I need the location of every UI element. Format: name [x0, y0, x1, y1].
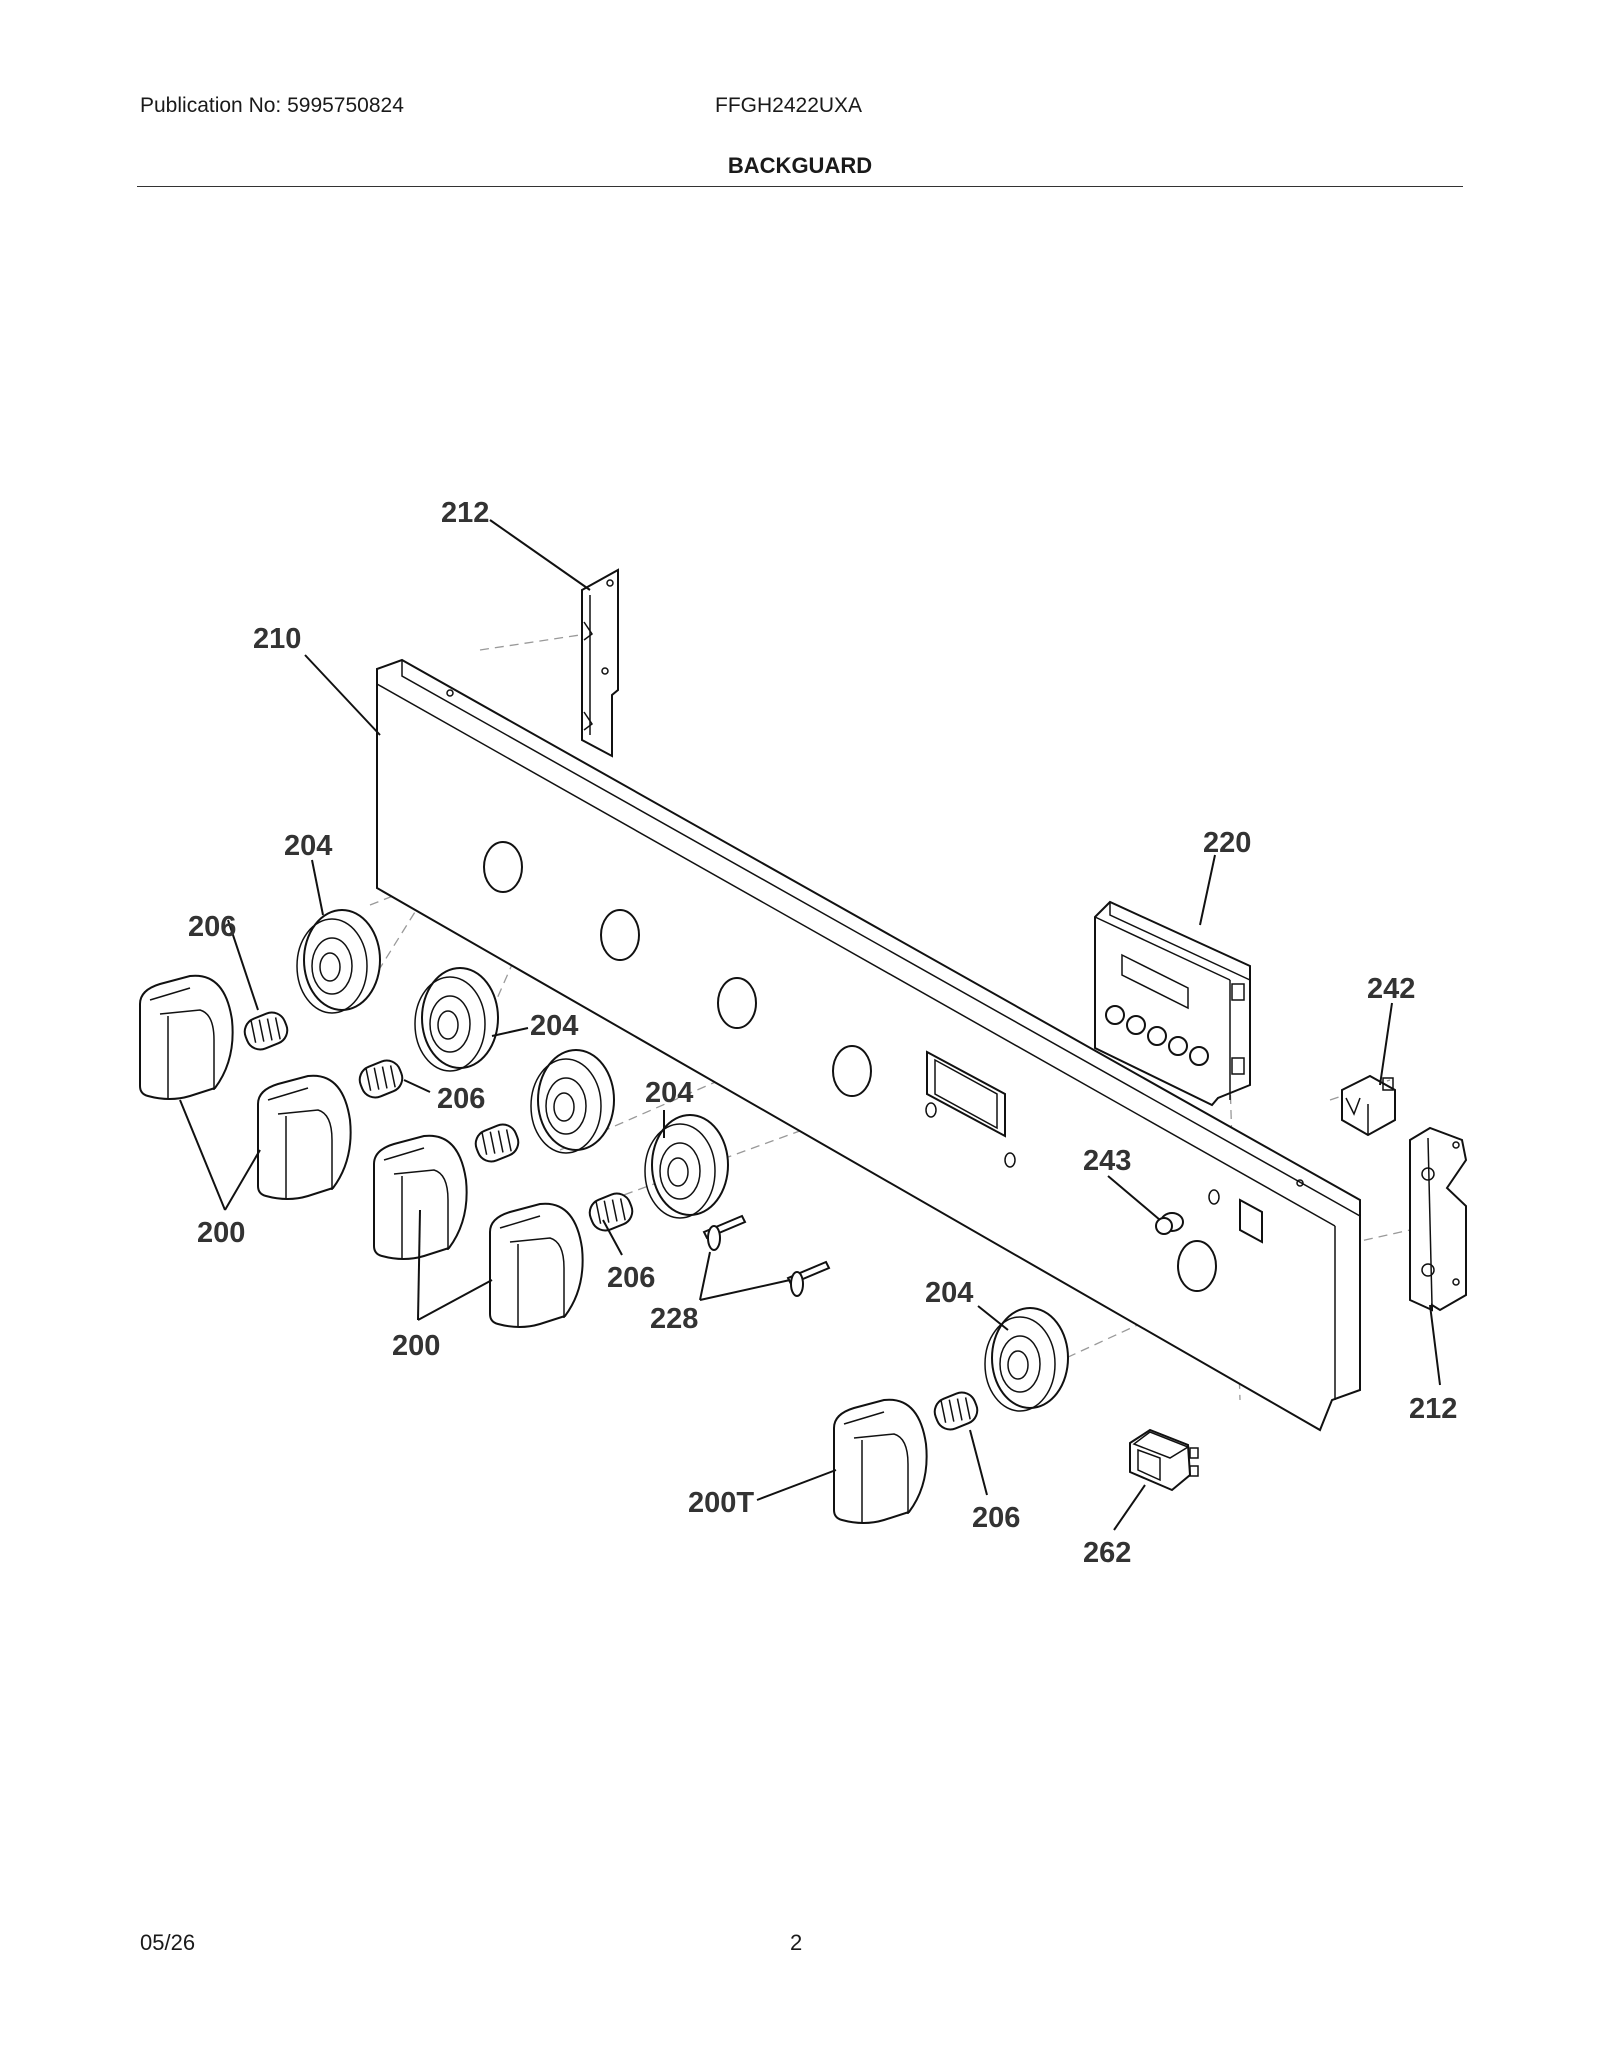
- spring-206-b: [358, 1059, 404, 1099]
- callout-220: 220: [1203, 827, 1251, 859]
- rocker-switch-262: [1129, 1428, 1199, 1492]
- callout-204: 204: [645, 1077, 693, 1109]
- bezel-204-b: [414, 967, 499, 1072]
- clock-control-220: [1094, 900, 1251, 1107]
- spring-206-d: [588, 1192, 634, 1232]
- callout-204: 204: [925, 1277, 973, 1309]
- leader-lines: [179, 519, 1441, 1531]
- callout-204: 204: [530, 1010, 578, 1042]
- callout-206: 206: [972, 1502, 1020, 1534]
- callout-212-top: 212: [441, 497, 489, 529]
- callout-210: 210: [253, 623, 301, 655]
- publication-number: Publication No: 5995750824: [140, 94, 404, 117]
- footer-date: 05/26: [140, 1930, 196, 1955]
- bezel-204-a: [296, 909, 381, 1014]
- bezel-204-e: [984, 1307, 1069, 1412]
- callout-206: 206: [607, 1262, 655, 1294]
- bezel-204-d: [644, 1114, 729, 1219]
- button-243: [1155, 1212, 1184, 1235]
- callout-243: 243: [1083, 1145, 1131, 1177]
- spring-206-e: [933, 1391, 979, 1431]
- callout-262: 262: [1083, 1537, 1131, 1569]
- screws-228: [702, 1214, 831, 1297]
- spring-206-a: [243, 1011, 289, 1051]
- section-title: BACKGUARD: [727, 153, 873, 178]
- callout-204: 204: [284, 830, 332, 862]
- callout-242: 242: [1367, 973, 1415, 1005]
- bezel-204-c: [530, 1049, 615, 1154]
- bracket-212-top: [581, 568, 619, 758]
- callout-212-right: 212: [1409, 1393, 1457, 1425]
- backguard-panel: [376, 658, 1361, 1432]
- knob-200T: [833, 1398, 928, 1524]
- callout-labels: 212 210 204 206 220 242 204 206 204 243 …: [188, 497, 1457, 1569]
- spring-206-c: [474, 1123, 520, 1163]
- page-number: 2: [790, 1930, 803, 1955]
- callout-200: 200: [392, 1330, 440, 1362]
- header-divider: [137, 186, 1463, 187]
- knob-200-a: [139, 974, 234, 1100]
- callout-200: 200: [197, 1217, 245, 1249]
- model-number: FFGH2422UXA: [715, 94, 863, 117]
- callout-206: 206: [188, 911, 236, 943]
- knob-200-b: [257, 1074, 352, 1200]
- callout-206: 206: [437, 1083, 485, 1115]
- knob-200-c: [373, 1134, 468, 1260]
- callout-228: 228: [650, 1303, 698, 1335]
- knob-200-d: [489, 1202, 584, 1328]
- switch-242: [1341, 1074, 1396, 1137]
- callout-200T: 200T: [688, 1487, 754, 1519]
- bracket-212-right: [1409, 1126, 1468, 1312]
